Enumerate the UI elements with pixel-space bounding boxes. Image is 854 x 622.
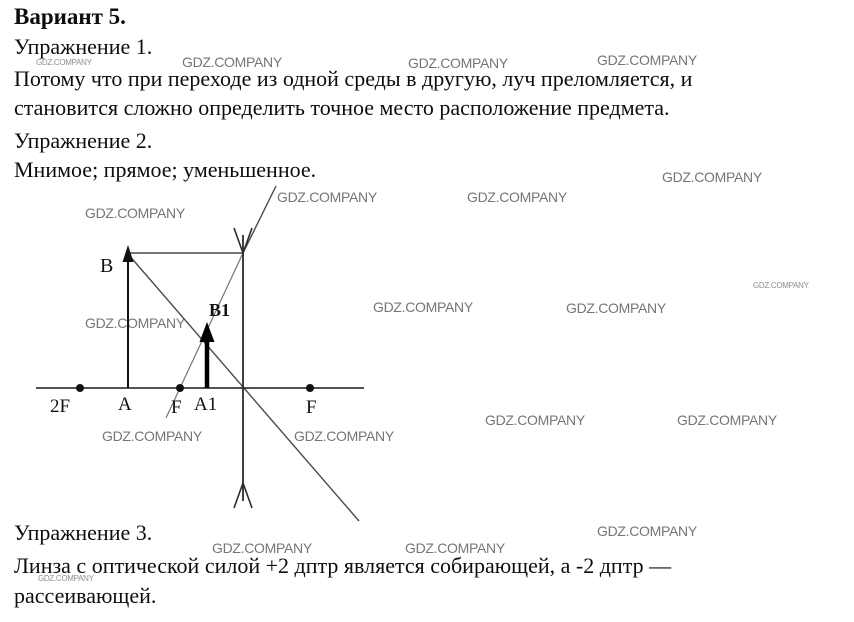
label-f-right: F	[306, 397, 317, 418]
watermark: GDZ.COMPANY	[405, 540, 505, 556]
watermark: GDZ.COMPANY	[38, 574, 94, 583]
object-arrowhead	[122, 245, 134, 262]
label-2f-left: 2F	[50, 396, 70, 417]
label-image-base: A1	[194, 394, 217, 415]
image-arrowhead	[199, 322, 215, 342]
watermark: GDZ.COMPANY	[677, 412, 777, 428]
point-f-left	[176, 384, 184, 392]
watermark: GDZ.COMPANY	[277, 189, 377, 205]
label-object-base: A	[118, 394, 132, 415]
watermark: GDZ.COMPANY	[485, 412, 585, 428]
watermark: GDZ.COMPANY	[294, 428, 394, 444]
exercise3-answer-line1: Линза с оптической силой +2 дптр являетс…	[14, 553, 672, 578]
watermark: GDZ.COMPANY	[85, 315, 185, 331]
lens-top-arrow	[233, 227, 253, 256]
watermark: GDZ.COMPANY	[36, 58, 92, 67]
page-title: Вариант 5.	[14, 4, 126, 29]
watermark: GDZ.COMPANY	[467, 189, 567, 205]
watermark: GDZ.COMPANY	[182, 54, 282, 70]
exercise1-answer-line1: Потому что при переходе из одной среды в…	[14, 66, 693, 91]
watermark: GDZ.COMPANY	[753, 281, 809, 290]
point-2f-left	[76, 384, 84, 392]
watermark: GDZ.COMPANY	[566, 300, 666, 316]
exercise2-heading: Упражнение 2.	[14, 128, 153, 153]
watermark: GDZ.COMPANY	[212, 540, 312, 556]
watermark: GDZ.COMPANY	[102, 428, 202, 444]
watermark: GDZ.COMPANY	[408, 55, 508, 71]
exercise3-heading: Упражнение 3.	[14, 520, 153, 545]
label-image-top: B1	[209, 300, 230, 320]
watermark: GDZ.COMPANY	[85, 205, 185, 221]
watermark: GDZ.COMPANY	[597, 52, 697, 68]
exercise1-answer-line2: становится сложно определить точное мест…	[14, 95, 670, 120]
lens-ray-diagram: B B1 2F A F A1 F	[36, 185, 364, 522]
exercise1-heading: Упражнение 1.	[14, 34, 153, 59]
watermark: GDZ.COMPANY	[662, 169, 762, 185]
exercise3-answer-line2: рассеивающей.	[14, 583, 157, 608]
watermark: GDZ.COMPANY	[373, 299, 473, 315]
label-f-left: F	[171, 397, 182, 418]
label-object-top: B	[100, 255, 113, 277]
lens-bottom-arrow	[233, 480, 253, 509]
point-f-right	[306, 384, 314, 392]
watermark: GDZ.COMPANY	[597, 523, 697, 539]
exercise2-answer: Мнимое; прямое; уменьшенное.	[14, 157, 317, 182]
ray-refracted	[242, 185, 277, 254]
